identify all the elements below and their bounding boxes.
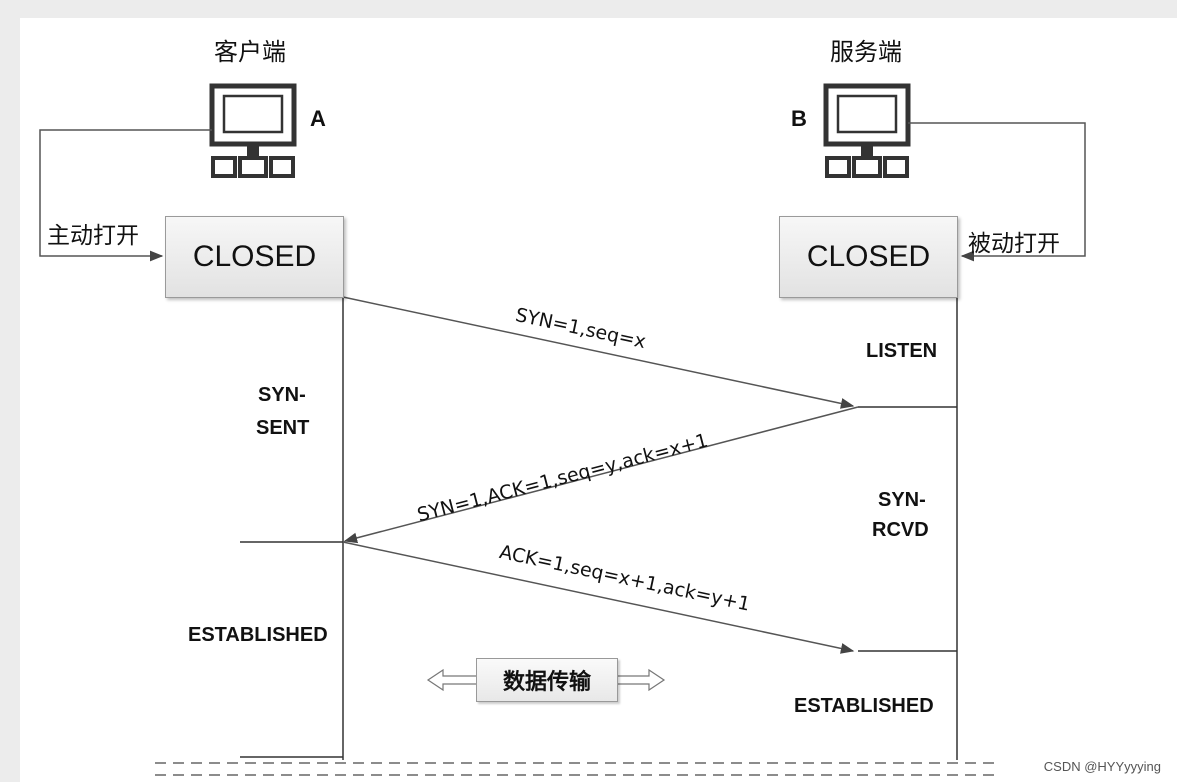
message-2-arrow (343, 406, 859, 544)
data-transfer-box: 数据传输 (476, 658, 618, 702)
server-open-label: 被动打开 (968, 231, 1060, 257)
server-syn-rcvd-line2: RCVD (872, 519, 929, 541)
message-3-arrow (342, 541, 855, 654)
diagram-lines (39, 83, 1086, 776)
server-syn-rcvd-line1: SYN- (878, 489, 926, 511)
watermark: CSDN @HYYyyying (1043, 759, 1161, 774)
client-computer-icon (209, 83, 297, 178)
server-listen-state: LISTEN (866, 340, 938, 362)
message-1-arrow (342, 296, 855, 409)
client-closed-state: CLOSED (165, 216, 344, 298)
client-label: A (310, 106, 326, 131)
diagram-canvas: 客户端 服务端 A B 主动打开 被动打开 CLOSED CLOSED LIST… (20, 18, 1177, 782)
server-open-connector (908, 122, 1086, 262)
server-closed-state: CLOSED (779, 216, 958, 298)
server-established-state: ESTABLISHED (794, 695, 934, 717)
client-title: 客户端 (214, 38, 286, 66)
client-open-connector (39, 129, 212, 262)
client-syn-sent-line1: SYN- (258, 384, 306, 406)
client-open-label: 主动打开 (47, 223, 139, 249)
server-label: B (791, 106, 807, 131)
client-syn-sent-line2: SENT (256, 417, 310, 439)
server-title: 服务端 (830, 38, 902, 66)
server-computer-icon (823, 83, 911, 178)
client-established-state: ESTABLISHED (188, 624, 328, 646)
